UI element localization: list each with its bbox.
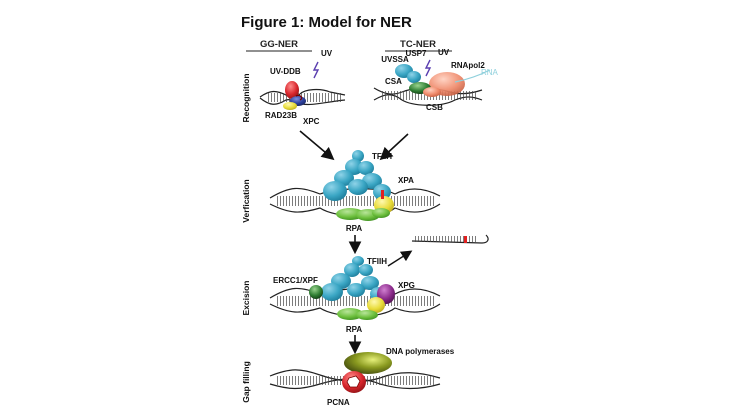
uv-label-right: UV [438,48,450,57]
tfiih-complex [323,150,391,201]
gg-ner-header: GG-NER [260,39,298,50]
csa-label: CSA [385,77,402,86]
pcna-label: PCNA [327,398,350,407]
rpa-label: RPA [346,224,363,233]
arrow-to-fragment [387,250,413,267]
usp7-protein [407,71,421,83]
tfiih-label: TFIIH [367,257,387,266]
uv-label-left: UV [321,49,333,58]
stage-label-recognition: Recognition [241,73,251,122]
excised-oligonucleotide [387,234,489,267]
usp7-label: USP7 [406,49,427,58]
verification-step: TFIIH XPA RPA [269,150,441,233]
xpg-label: XPG [398,281,415,290]
ercc1-xpf-protein [309,285,323,299]
arrow-tc-to-verification [379,133,409,161]
uv-ddb-label: UV-DDB [270,67,301,76]
stage-label-verification: Verfication [241,179,251,222]
xpc-label: XPC [303,117,320,126]
rna-strand [454,69,491,83]
csb-protein [423,87,441,97]
tfiih-label: TFIIH [372,152,392,161]
tc-ner-header: TC-NER [400,39,436,50]
lightning-bolt-icon [312,61,320,79]
ercc1-xpf-label: ERCC1/XPF [273,276,318,285]
figure-title: Figure 1: Model for NER [241,14,412,31]
rad23b-label: RAD23B [265,111,297,120]
uvssa-label: UVSSA [381,55,409,64]
rnapol2-label: RNApol2 [451,61,485,70]
dna-polymerase-protein [344,352,392,374]
stage-label-gap-filling: Gap filling [241,361,251,403]
rpa-label: RPA [346,325,363,334]
rad23b-protein [283,102,297,110]
rna-label: RNA [481,68,499,77]
stage-label-excision: Excision [241,281,251,316]
rpa-protein [337,308,363,320]
tc-ner-recognition: UVSSA USP7 UV RNApol2 RNA CSA CSB [373,48,499,112]
lesion-mark [381,190,384,199]
dna-polymerases-label: DNA polymerases [386,347,455,356]
xpa-label: XPA [398,176,414,185]
csb-label: CSB [426,103,443,112]
uv-ddb-protein [285,81,299,99]
tfiih-complex [321,256,386,301]
arrow-gg-to-verification [299,130,335,161]
lightning-bolt-icon [424,59,432,77]
xpa-protein [367,297,385,313]
lesion-mark [464,236,467,243]
gg-ner-recognition: UV UV-DDB RAD23B XPC [259,49,346,126]
excision-step: ERCC1/XPF TFIIH XPG RPA [269,256,441,334]
gap-filling-step: DNA polymerases PCNA [269,347,455,407]
